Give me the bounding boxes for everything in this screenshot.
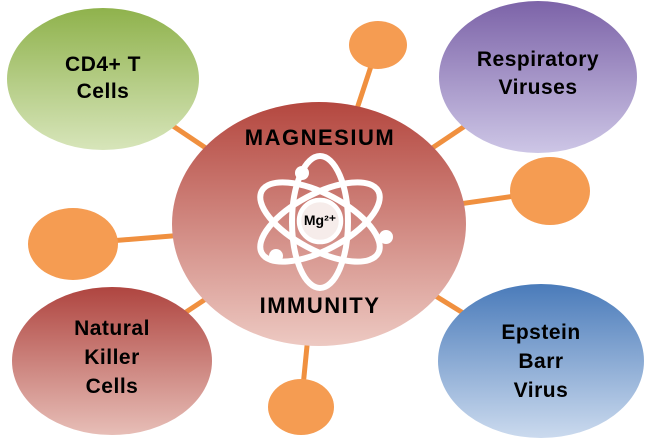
respiratory-viruses-label: Respiratory Viruses — [438, 46, 638, 102]
natural-killer-cells-node — [12, 287, 212, 435]
atom-icon — [257, 153, 393, 291]
nk-line-3: Cells — [85, 375, 139, 398]
mg-ion-label: Mg²⁺ — [303, 212, 337, 228]
respiratory-line-2: Viruses — [498, 76, 578, 99]
magnesium-title: MAGNESIUM — [244, 125, 396, 150]
ebv-line-3: Virus — [513, 379, 569, 402]
ebv-line-2: Barr — [518, 350, 564, 373]
atom-orbit-vertical — [289, 153, 351, 291]
bullet-node-bottom — [268, 379, 334, 435]
nk-line-1: Natural — [74, 317, 150, 340]
nk-line-2: Killer — [84, 346, 140, 369]
cd4-line-2: Cells — [76, 80, 130, 103]
cd4-line-1: CD4+ T — [65, 53, 141, 76]
immunity-title: IMMUNITY — [259, 293, 381, 318]
cd4-t-cells-node — [7, 8, 199, 150]
bullet-node-right — [510, 157, 590, 225]
bullet-node-left — [28, 208, 118, 280]
natural-killer-cells-label: Natural Killer Cells — [22, 314, 202, 401]
atom-orbit-left — [257, 179, 383, 265]
electron-dot-bottom — [269, 249, 283, 263]
epstein-barr-virus-label: Epstein Barr Virus — [451, 318, 631, 405]
electron-dot-right — [379, 230, 393, 244]
mg-ion-circle — [296, 197, 344, 245]
electron-dot-top — [295, 166, 309, 180]
epstein-barr-virus-node — [438, 284, 644, 438]
respiratory-line-1: Respiratory — [476, 48, 600, 71]
respiratory-viruses-node — [439, 1, 637, 153]
cd4-t-cells-label: CD4+ T Cells — [13, 51, 193, 105]
bullet-node-top — [349, 21, 407, 69]
atom-orbit-right — [257, 179, 383, 265]
ebv-line-1: Epstein — [501, 321, 581, 344]
